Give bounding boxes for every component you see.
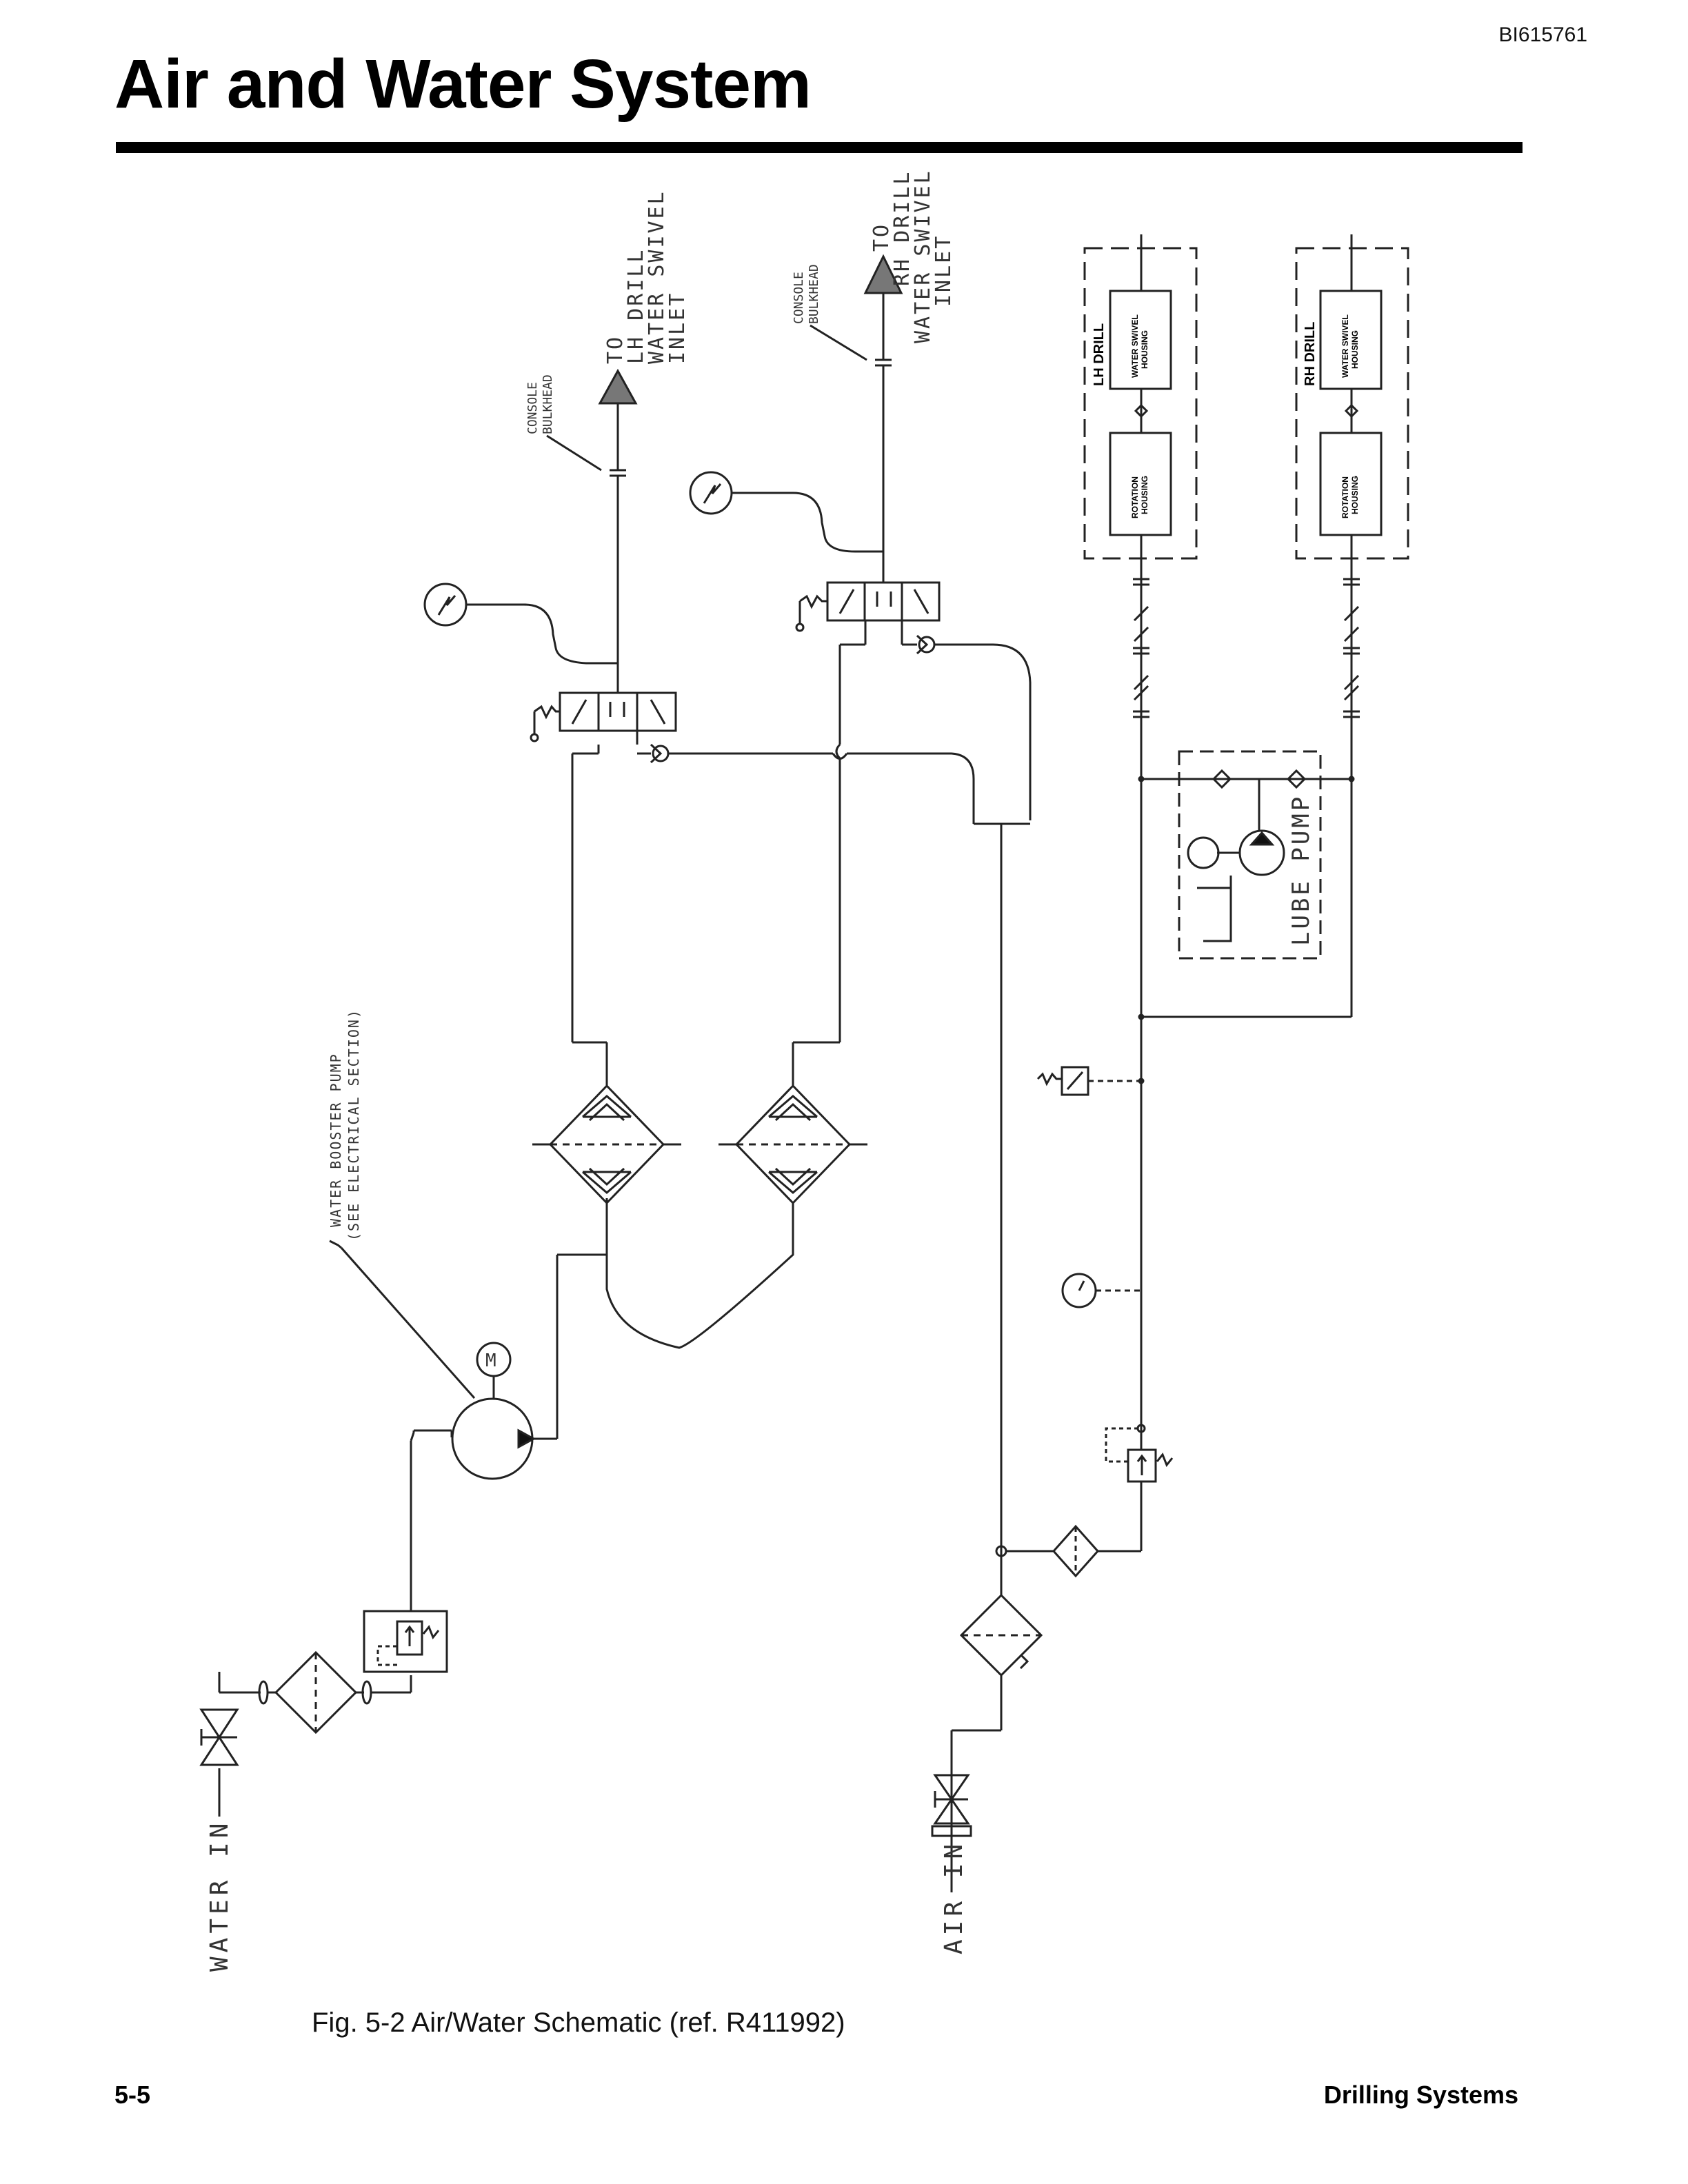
air-inlet-line	[931, 1675, 1003, 1892]
rh-drill-housing-box	[1295, 234, 1409, 560]
air-pressure-switch	[1036, 1066, 1145, 1096]
air-pressure-gauge	[1061, 1273, 1141, 1308]
air-main-manifold	[1138, 779, 1353, 1020]
page-title: Air and Water System	[114, 46, 812, 123]
air-main-line	[995, 827, 1054, 1595]
rh-water-gauge	[689, 471, 883, 553]
title-rule	[116, 142, 1523, 153]
lh-bulkhead-label-2: BULKHEAD	[541, 374, 555, 434]
lh-rotation-label-1: ROTATION	[1130, 476, 1140, 518]
lube-pump-assembly	[1138, 750, 1355, 960]
page-number: 5-5	[114, 2081, 151, 2109]
rh-rotation-label-1: ROTATION	[1340, 476, 1350, 518]
lh-dest-line-4: INLET	[665, 292, 690, 364]
lh-check-valve-return	[636, 731, 975, 817]
lh-dest-line-3: WATER SWIVEL	[645, 190, 669, 364]
lh-outlet-arrow	[598, 368, 638, 405]
air-pressure-regulator	[1105, 1424, 1174, 1483]
rh-check-valve-return	[901, 620, 1032, 834]
booster-pump-leader	[340, 1247, 476, 1399]
booster-pump-label-1: WATER BOOSTER PUMP	[328, 1053, 344, 1227]
booster-pump-leader-tail	[329, 1240, 342, 1249]
rh-bulkhead-label-2: BULKHEAD	[807, 264, 821, 324]
lh-bulkhead-label-1: CONSOLE	[525, 382, 540, 434]
rh-directional-valve	[795, 581, 941, 632]
air-filter	[959, 1593, 1043, 1677]
lh-bulkhead-leader	[546, 434, 602, 472]
section-name: Drilling Systems	[1323, 2081, 1518, 2109]
document-id: BI615761	[1498, 23, 1587, 46]
lubricator-filter	[1052, 1482, 1143, 1578]
water-pipe-to-pump	[410, 1429, 453, 1611]
water-inlet-line	[218, 1672, 261, 1817]
lube-pump-label: LUBE PUMP	[1287, 794, 1315, 946]
figure-caption: Fig. 5-2 Air/Water Schematic (ref. R4119…	[312, 2008, 845, 2038]
lh-water-swivel-label-2: HOUSING	[1140, 330, 1149, 369]
water-strainer	[258, 1650, 412, 1735]
rh-water-swivel-label-2: HOUSING	[1350, 330, 1360, 369]
lh-water-swivel-label-1: WATER SWIVEL	[1130, 314, 1140, 378]
rh-water-filter	[719, 1084, 867, 1205]
filter-crossover-pipe	[605, 1203, 794, 1349]
lh-dest-line-1: TO	[603, 335, 627, 364]
rh-dest-line-3: WATER SWIVEL	[911, 169, 935, 343]
lh-dest-line-2: LH DRILL	[624, 248, 648, 365]
rh-bulkhead-label-1: CONSOLE	[792, 272, 806, 324]
rh-valve-to-bulkhead	[875, 293, 892, 583]
rh-filter-to-valve-pipe	[792, 620, 867, 1086]
lh-water-gauge	[423, 583, 618, 665]
lh-valve-to-bulkhead	[610, 403, 626, 693]
rh-bulkhead-leader	[810, 324, 867, 361]
water-inlet-valve	[199, 1708, 239, 1766]
lh-water-filter	[532, 1084, 681, 1205]
rh-dest-line-1: TO	[870, 223, 894, 252]
lh-filter-to-valve-pipe	[571, 745, 608, 1086]
lh-directional-valve	[530, 691, 677, 742]
rh-rotation-label-2: HOUSING	[1350, 476, 1360, 514]
rh-water-swivel-label-1: WATER SWIVEL	[1340, 314, 1350, 378]
air-in-label: AIR IN	[940, 1840, 968, 1954]
water-in-label: WATER IN	[205, 1819, 234, 1972]
motor-label: M	[485, 1351, 496, 1371]
lh-rotation-label-2: HOUSING	[1140, 476, 1149, 514]
lh-drill-housing-box	[1083, 234, 1198, 560]
rh-drill-label: RH DRILL	[1303, 322, 1318, 386]
rh-dest-line-4: INLET	[932, 234, 956, 307]
lh-drill-air-line	[1133, 558, 1149, 779]
water-booster-pump	[451, 1198, 608, 1480]
rh-dest-line-2: RH DRILL	[890, 170, 914, 287]
lh-drill-label: LH DRILL	[1092, 323, 1107, 386]
rh-drill-air-line	[1343, 558, 1360, 779]
rh-outlet-arrow	[863, 254, 903, 294]
booster-pump-label-2: (SEE ELECTRICAL SECTION)	[345, 1009, 362, 1241]
water-pressure-regulator	[363, 1610, 448, 1673]
